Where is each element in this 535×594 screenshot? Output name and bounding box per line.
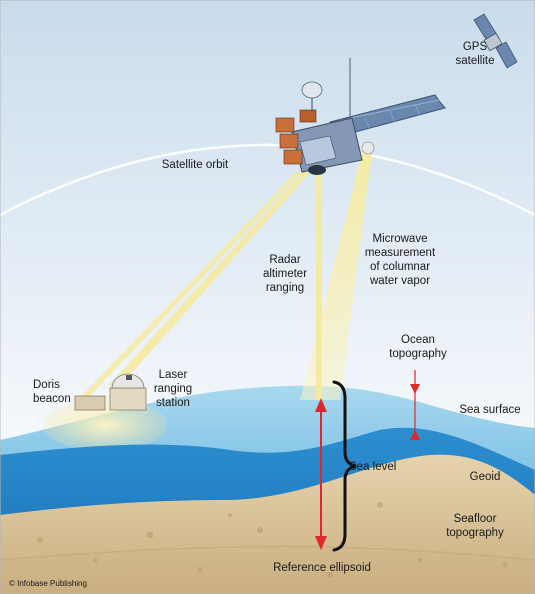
label-seafloor-topography: Seafloor topography [446,513,504,539]
laser-station-building [109,387,147,411]
ocean-topo-arrow-down [410,384,420,394]
satellite-orbit-arc [0,143,535,217]
ellipsoid-surface [0,545,535,561]
seafloor-layer [0,454,535,594]
laser-beam-2 [78,172,302,400]
label-sea-surface: Sea surface [459,404,521,416]
label-geoid: Geoid [469,471,501,483]
sea-level-brace [332,380,357,552]
label-ocean-topography: Ocean topography [389,334,447,360]
doris-beacon-building [74,395,106,411]
label-laser-station: Laser ranging station [153,369,193,409]
sea-height-arrow-bottom [315,536,327,550]
label-gps-line-2: satellite [455,55,495,67]
label-satellite-orbit: Satellite orbit [161,159,229,171]
label-gps-satellite: GPS satellite [440,40,510,68]
label-gps-line-1: GPS [462,41,488,53]
label-reference-ellipsoid: Reference ellipsoid [273,562,371,574]
altimetry-satellite [275,81,446,175]
sea-height-arrow-top [315,398,327,412]
laser-telescope [126,375,132,380]
laser-beam-1 [108,170,312,386]
doris-glow [43,399,167,451]
gps-satellite [473,13,518,69]
laser-station-dome [111,373,145,389]
credit-line: © Infobase Publishing [9,579,87,588]
radar-beam [316,172,322,400]
ocean-topo-arrow-up [410,430,420,440]
seafloor-pebbles [37,502,508,582]
label-sea-level: Sea level [349,461,397,473]
label-microwave-measurement: Microwave measurement of columnar water … [364,233,436,287]
label-doris-beacon: Doris beacon [33,379,71,405]
label-radar-altimeter: Radar altimeter ranging [262,254,308,294]
